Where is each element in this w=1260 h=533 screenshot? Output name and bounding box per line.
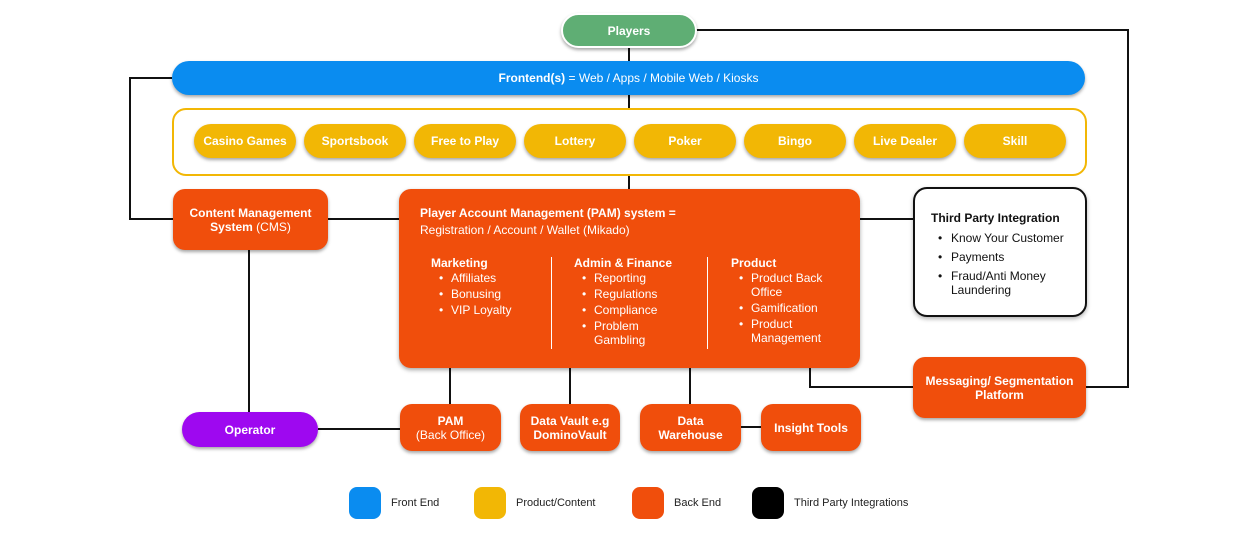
tpi-heading: Third Party Integration (931, 211, 1060, 225)
list-item: Regulations (582, 287, 694, 301)
legend-label-front-end: Front End (391, 497, 440, 509)
column-divider (551, 257, 552, 349)
pam-system[interactable]: Player Account Management (PAM) system =… (399, 189, 860, 368)
list-item: VIP Loyalty (439, 303, 541, 317)
product-live-dealer[interactable]: Live Dealer (854, 124, 956, 158)
product-sportsbook[interactable]: Sportsbook (304, 124, 406, 158)
data-warehouse[interactable]: Data Warehouse (640, 404, 741, 451)
pam-title: Player Account Management (PAM) system = (420, 206, 676, 220)
data-vault-label: Data Vault e.g DominoVault (530, 413, 610, 442)
frontend-label-rest: = Web / Apps / Mobile Web / Kiosks (565, 71, 759, 85)
messaging-label: Messaging/ Segmentation Platform (925, 373, 1074, 402)
operator-node[interactable]: Operator (182, 412, 318, 447)
legend-swatch-front-end (349, 487, 381, 519)
messaging-platform[interactable]: Messaging/ Segmentation Platform (913, 357, 1086, 418)
column-heading: Product (731, 256, 777, 270)
list-item: Product Management (739, 317, 831, 345)
product-label: Lottery (554, 134, 596, 148)
product-poker[interactable]: Poker (634, 124, 736, 158)
legend-label-back-end: Back End (674, 497, 722, 509)
pambo-label-rest: (Back Office) (415, 427, 486, 442)
pam-column-marketing: Marketing Affiliates Bonusing VIP Loyalt… (431, 255, 541, 319)
list-item: Gamification (739, 301, 851, 315)
cms-label-bold: Content Management System (189, 205, 312, 234)
list-item: Reporting (582, 271, 694, 285)
product-label: Poker (668, 134, 702, 148)
connector-pam-messaging (809, 368, 913, 388)
product-label: Free to Play (430, 134, 500, 148)
list-item: Product Back Office (739, 271, 841, 299)
legend-swatch-product-content (474, 487, 506, 519)
product-label: Sportsbook (321, 134, 389, 148)
column-heading: Marketing (431, 256, 488, 270)
pambo-label-bold: PAM (437, 413, 464, 428)
insight-tools[interactable]: Insight Tools (761, 404, 861, 451)
product-bingo[interactable]: Bingo (744, 124, 846, 158)
cms-label: Content Management System (CMS) (183, 206, 318, 234)
connector-players-messaging (696, 29, 1129, 388)
list-item: Payments (938, 250, 1064, 264)
players-node[interactable]: Players (561, 13, 697, 48)
list-item: Bonusing (439, 287, 541, 301)
list-item: Know Your Customer (938, 231, 1064, 245)
product-label: Bingo (778, 134, 812, 148)
list-item: Problem Gambling (582, 319, 664, 347)
legend-swatch-back-end (632, 487, 664, 519)
frontend-label-bold: Frontend(s) (498, 71, 566, 85)
product-label: Casino Games (203, 134, 287, 148)
operator-label: Operator (224, 422, 276, 437)
product-label: Live Dealer (872, 134, 938, 148)
column-divider (707, 257, 708, 349)
list-item: Compliance (582, 303, 694, 317)
product-skill[interactable]: Skill (964, 124, 1066, 158)
legend-label-product-content: Product/Content (516, 497, 596, 509)
connector-frontend-cms (129, 77, 173, 220)
data-warehouse-label: Data Warehouse (658, 413, 723, 442)
frontend-bar[interactable]: Frontend(s) = Web / Apps / Mobile Web / … (172, 61, 1085, 95)
data-vault[interactable]: Data Vault e.g DominoVault (520, 404, 620, 451)
insight-tools-label: Insight Tools (774, 420, 848, 435)
legend-label-third-party: Third Party Integrations (794, 497, 909, 509)
product-label: Skill (1002, 134, 1028, 148)
pam-back-office[interactable]: PAM (Back Office) (400, 404, 501, 451)
legend-swatch-third-party (752, 487, 784, 519)
column-heading: Admin & Finance (574, 256, 673, 270)
players-label: Players (607, 23, 651, 38)
pam-subtitle: Registration / Account / Wallet (Mikado) (420, 223, 630, 237)
list-item: Fraud/Anti Money Laundering (938, 269, 1061, 297)
cms-label-rest: (CMS) (252, 219, 291, 234)
list-item: Affiliates (439, 271, 541, 285)
product-free-to-play[interactable]: Free to Play (414, 124, 516, 158)
product-casino-games[interactable]: Casino Games (194, 124, 296, 158)
pam-column-product: Product Product Back Office Gamification… (731, 255, 851, 347)
third-party-integration[interactable]: Third Party Integration Know Your Custom… (913, 187, 1087, 317)
product-lottery[interactable]: Lottery (524, 124, 626, 158)
cms-node[interactable]: Content Management System (CMS) (173, 189, 328, 250)
pam-column-admin-finance: Admin & Finance Reporting Regulations Co… (574, 255, 694, 349)
